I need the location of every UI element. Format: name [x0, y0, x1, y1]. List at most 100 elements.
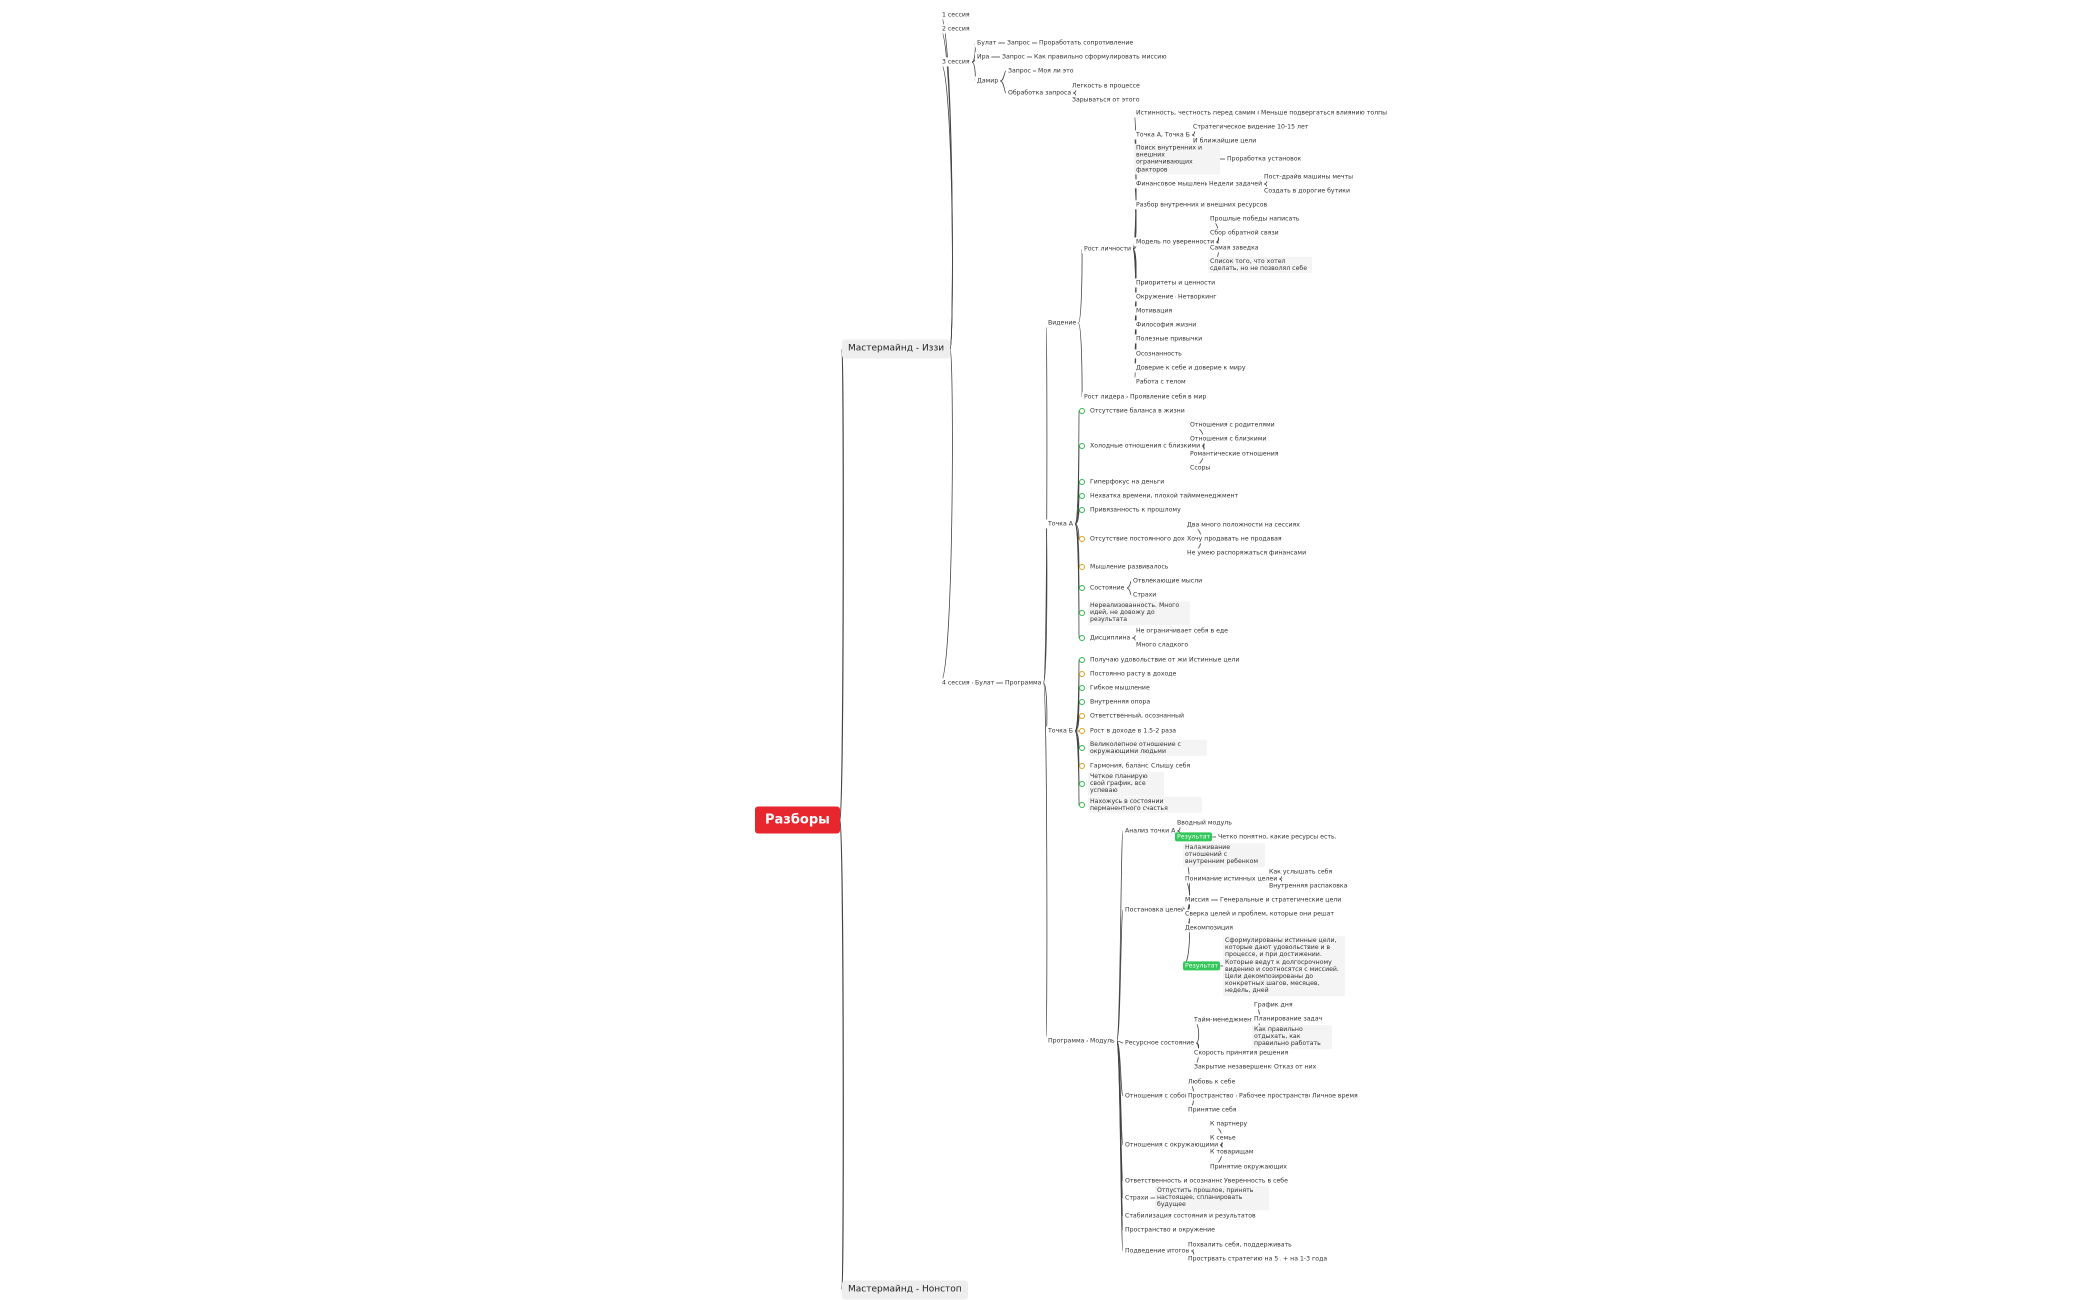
node-tB-10[interactable]: Нахожусь в состоянии перманентного счаст…: [1088, 796, 1202, 814]
node-rl-7[interactable]: Приоритеты и ценности: [1134, 278, 1218, 288]
node-s3-bulat[interactable]: Булат: [975, 38, 999, 48]
node-tB-1[interactable]: Получаю удовольствие от жизни: [1088, 655, 1201, 665]
node-prost[interactable]: Пространство и окружение: [1123, 1225, 1217, 1235]
node-rl-6[interactable]: Модель по уверенности: [1134, 237, 1217, 247]
node-post-1[interactable]: Налаживание отношений с внутренним ребен…: [1183, 843, 1265, 867]
node-post-3[interactable]: Миссия: [1183, 895, 1211, 905]
node-rl-1a[interactable]: Меньше подвергаться влиянию толпы: [1259, 108, 1390, 118]
node-s3-bulat-req[interactable]: Запрос: [1005, 38, 1032, 48]
node-tB-9[interactable]: Четкое планирую свой график, все успеваю: [1088, 772, 1164, 796]
node-rl-2[interactable]: Точка А, Точка Б: [1134, 130, 1192, 140]
node-tA-10[interactable]: Дисциплина: [1088, 633, 1133, 643]
node-s3-damir-req-res[interactable]: Моя ли это: [1036, 66, 1076, 76]
node-s3-ira-res[interactable]: Как правильно сформулировать миссию: [1032, 52, 1169, 62]
branch-nonstop-node[interactable]: Мастермайнд - Нонстоп: [842, 1280, 968, 1300]
node-tA-8[interactable]: Состояние: [1088, 583, 1127, 593]
node-rost-lich[interactable]: Рост личности: [1082, 244, 1133, 254]
node-model[interactable]: Модуль: [1088, 1036, 1117, 1046]
node-tA-2c[interactable]: Романтические отношения: [1188, 449, 1281, 459]
node-tA-4[interactable]: Нехватка времени, плохой таймменеджмент: [1088, 491, 1241, 501]
node-rl-6c[interactable]: Самая заведка: [1208, 243, 1261, 253]
node-s4-prog[interactable]: Программа: [1003, 678, 1044, 688]
node-otv[interactable]: Ответственность и осознанность: [1123, 1176, 1237, 1186]
node-otv-a[interactable]: Уверенность в себе: [1222, 1176, 1290, 1186]
node-pod-2[interactable]: Прострвать стратегию на 5 лет: [1186, 1254, 1294, 1264]
node-s3-damir-req[interactable]: Запрос: [1006, 66, 1033, 76]
node-tB-7[interactable]: Великолепное отношение с окружающими люд…: [1088, 739, 1207, 757]
node-tB-8a[interactable]: Слышу себя: [1149, 761, 1193, 771]
node-tA-5[interactable]: Привязанность к прошлому: [1088, 505, 1183, 515]
node-rl-6b[interactable]: Сбор обратной связи: [1208, 228, 1281, 238]
node-tA-10a[interactable]: Не ограничивает себя в еде: [1134, 626, 1230, 636]
node-rl-4a1[interactable]: Пост-драйв машины мечты: [1262, 172, 1355, 182]
node-oto-1[interactable]: К партнеру: [1208, 1119, 1250, 1129]
node-pod-1[interactable]: Похвалить себя, поддерживать: [1186, 1240, 1294, 1250]
node-tA-6b[interactable]: Хочу продавать не продавая: [1185, 534, 1284, 544]
node-rl-4a2[interactable]: Создать в дорогие бутики: [1262, 186, 1352, 196]
node-ots-2a[interactable]: Рабочее пространство: [1237, 1091, 1315, 1101]
node-tB-2[interactable]: Постоянно расту в доходе: [1088, 669, 1179, 679]
node-post-3a[interactable]: Генеральные и стратегические цели: [1218, 895, 1344, 905]
node-stab[interactable]: Стабилизация состояния и результатов: [1123, 1211, 1258, 1221]
node-s3-damir-proc-1[interactable]: Легкость в процессе: [1070, 81, 1142, 91]
node-str[interactable]: Страхи: [1123, 1193, 1151, 1203]
node-res-3[interactable]: Закрытие незавершенки: [1192, 1062, 1278, 1072]
node-vid[interactable]: Видение: [1046, 318, 1079, 328]
node-tA-6[interactable]: Отсутствие постоянного дохода: [1088, 534, 1199, 544]
node-pod-2a[interactable]: + на 1-3 года: [1281, 1254, 1330, 1264]
node-tB-8[interactable]: Гармония, баланс: [1088, 761, 1151, 771]
node-post-res-t[interactable]: Сформулированы истинные цели, которые да…: [1223, 936, 1345, 996]
node-oto-2[interactable]: К семье: [1208, 1133, 1238, 1143]
node-post[interactable]: Постановка целей: [1123, 905, 1188, 915]
node-oto[interactable]: Отношения с окружающими: [1123, 1140, 1221, 1150]
node-tA-7[interactable]: Мышление развивалось: [1088, 562, 1171, 572]
node-ots-2b[interactable]: Личное время: [1310, 1091, 1360, 1101]
node-res-2[interactable]: Скорость принятия решения: [1192, 1048, 1291, 1058]
node-post-5[interactable]: Декомпозиция: [1183, 923, 1235, 933]
node-s4[interactable]: 4 сессия: [940, 678, 972, 688]
node-s2[interactable]: 2 сессия: [940, 24, 972, 34]
node-res-tm-2[interactable]: Планирование задач: [1252, 1014, 1325, 1024]
node-rl-6a[interactable]: Прошлые победы написать: [1208, 214, 1302, 224]
node-tB[interactable]: Точка Б: [1046, 726, 1075, 736]
node-s3-damir[interactable]: Дамир: [975, 76, 1001, 86]
node-tA-9[interactable]: Нереализованность. Много идей, не довожу…: [1088, 601, 1190, 625]
node-tA-8a[interactable]: Отвлекающие мысли: [1131, 576, 1205, 586]
node-tA-2d[interactable]: Ссоры: [1188, 463, 1213, 473]
branch-izi-node[interactable]: Мастермайнд - Иззи: [842, 339, 951, 359]
node-rl-8[interactable]: Окружение: [1134, 292, 1176, 302]
node-rl-12[interactable]: Осознанность: [1134, 349, 1184, 359]
node-rl-4a[interactable]: Недели задачей: [1207, 179, 1265, 189]
node-tA-2[interactable]: Холодные отношения с близкими: [1088, 441, 1203, 451]
node-s3-ira[interactable]: Ира: [975, 52, 992, 62]
node-s1[interactable]: 1 сессия: [940, 10, 972, 20]
node-tA-3[interactable]: Гиперфокус на деньги: [1088, 477, 1167, 487]
node-tA[interactable]: Точка А: [1046, 519, 1075, 529]
node-rl-14[interactable]: Работа с телом: [1134, 377, 1188, 387]
node-tA-2a[interactable]: Отношения с родителями: [1188, 420, 1277, 430]
node-rl-10[interactable]: Философия жизни: [1134, 320, 1199, 330]
node-rl-13[interactable]: Доверие к себе и доверие к миру: [1134, 363, 1248, 373]
node-res[interactable]: Ресурсное состояние: [1123, 1038, 1197, 1048]
node-str-a[interactable]: Отпустить прошлое, принять настоящее, сп…: [1155, 1186, 1269, 1210]
node-res-tm[interactable]: Тайм-менеджмент: [1192, 1015, 1257, 1025]
node-anal[interactable]: Анализ точки А: [1123, 826, 1178, 836]
node-tA-2b[interactable]: Отношения с близкими: [1188, 434, 1269, 444]
node-tB-6[interactable]: Рост в доходе в 1.5-2 раза: [1088, 726, 1179, 736]
node-ots-1[interactable]: Любовь к себе: [1186, 1077, 1238, 1087]
node-s3[interactable]: 3 сессия: [940, 57, 972, 67]
node-tA-6c[interactable]: Не умею распоряжаться финансами: [1185, 548, 1309, 558]
node-post-2b[interactable]: Внутренняя распаковка: [1267, 881, 1350, 891]
node-rl-1[interactable]: Истинность, честность перед самим собой: [1134, 108, 1279, 118]
node-rost-lider-a[interactable]: Проявление себя в мир: [1128, 392, 1209, 402]
node-s3-damir-proc-2[interactable]: Зарываться от этого: [1070, 95, 1142, 105]
node-res-3a[interactable]: Отказ от них: [1272, 1062, 1319, 1072]
root-node[interactable]: Разборы: [755, 806, 840, 834]
node-ots-2[interactable]: Пространство: [1186, 1091, 1236, 1101]
node-oto-3[interactable]: К товарищам: [1208, 1147, 1256, 1157]
node-tB-1a[interactable]: Истинные цели: [1187, 655, 1242, 665]
node-post-2[interactable]: Понимание истинных целей: [1183, 874, 1280, 884]
node-rl-3a[interactable]: Проработка установок: [1225, 154, 1304, 164]
node-post-4[interactable]: Сверка целей и проблем, которые они реша…: [1183, 909, 1337, 919]
node-rl-4[interactable]: Финансовое мышление: [1134, 179, 1215, 189]
